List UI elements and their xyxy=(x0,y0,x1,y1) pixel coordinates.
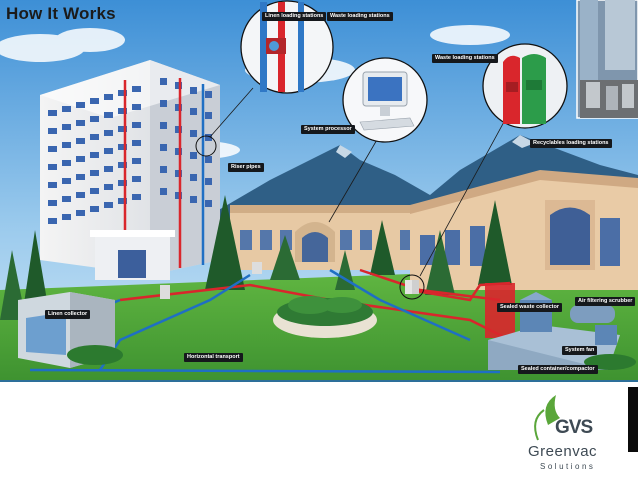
label-sealed-waste-collector: Sealed waste collector xyxy=(497,303,562,312)
riser-marker xyxy=(195,135,217,157)
logo-name: Greenvac xyxy=(528,443,598,460)
label-linen-loading-stations: Linen loading stations xyxy=(262,12,327,21)
station-marker xyxy=(399,274,425,300)
label-waste-loading-stations: Waste loading stations xyxy=(432,54,498,63)
linen-collector-unit xyxy=(18,292,123,368)
label-waste-loading-stations-top: Waste loading stations xyxy=(327,12,393,21)
page-title: How It Works xyxy=(6,4,116,23)
greenvac-logo-mark xyxy=(534,395,560,441)
label-system-fan: System fan xyxy=(562,346,598,355)
edge-bar xyxy=(628,387,638,452)
office-tower xyxy=(40,60,220,280)
label-sealed-container-compactor: Sealed container/compactor xyxy=(518,365,598,374)
label-air-filtering-scrubber: Air filtering scrubber xyxy=(575,297,636,306)
logo-monogram: GVS xyxy=(555,417,593,438)
courtyard-buildings xyxy=(230,170,638,290)
logo-tagline: Solutions xyxy=(540,462,596,471)
label-recyclables-loading-stations: Recyclables loading stations xyxy=(530,139,612,148)
label-horizontal-transport: Horizontal transport xyxy=(184,353,243,362)
callout-lines xyxy=(209,87,506,277)
inset-system-processor xyxy=(342,57,428,143)
inset-waste-stations xyxy=(482,43,568,129)
label-riser-pipes: Riser pipes xyxy=(228,163,264,172)
photo-inset xyxy=(576,0,638,119)
label-system-processor: System processor xyxy=(301,125,355,134)
label-linen-collector: Linen collector xyxy=(45,310,91,319)
inset-riser-valves xyxy=(240,0,334,94)
